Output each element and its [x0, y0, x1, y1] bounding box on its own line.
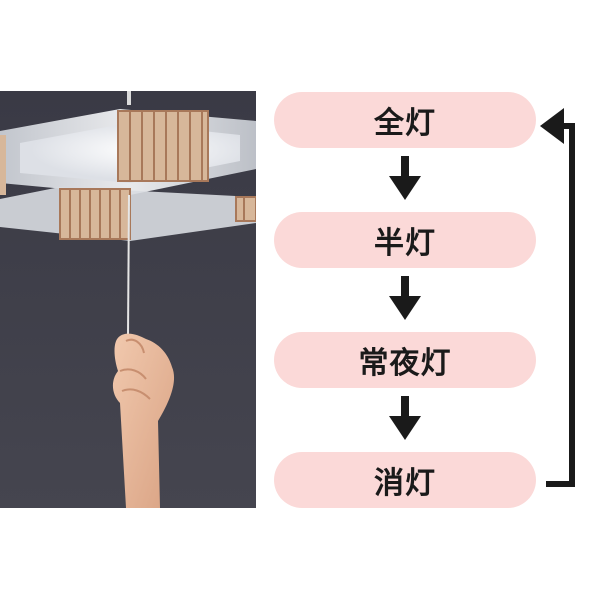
return-arrow-icon [540, 108, 575, 487]
pendant-light-photo [0, 91, 256, 508]
step-label: 全灯 [374, 106, 436, 141]
step-light-off: 消灯 [274, 452, 536, 508]
step-label: 半灯 [374, 226, 436, 261]
step-label: 消灯 [374, 466, 436, 501]
step-label: 常夜灯 [358, 346, 452, 381]
arrow-down-icon [389, 156, 421, 200]
arrow-down-icon [389, 276, 421, 320]
arrow-down-icon [389, 396, 421, 440]
step-half-light: 半灯 [274, 212, 536, 268]
step-night-light: 常夜灯 [274, 332, 536, 388]
step-full-light: 全灯 [274, 92, 536, 148]
